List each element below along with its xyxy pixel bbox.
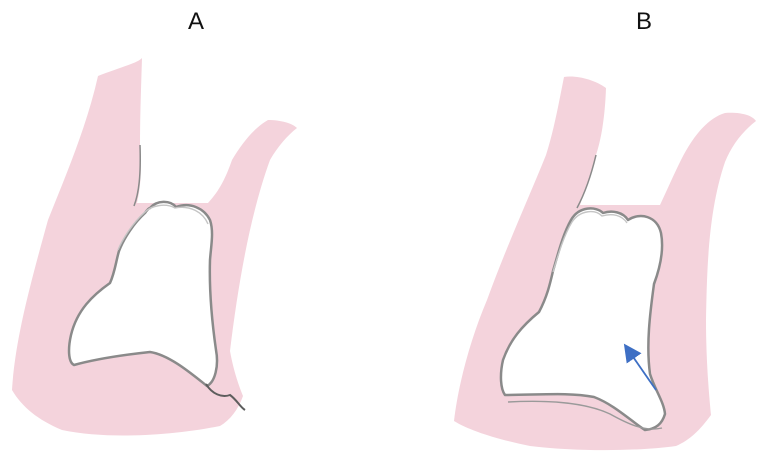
panel-b-illustration [454,77,756,451]
panel-a-illustration [12,58,297,436]
